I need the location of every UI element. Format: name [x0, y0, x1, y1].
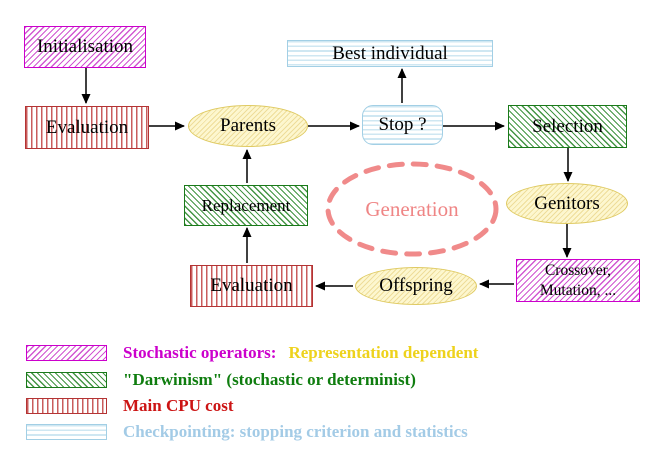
node-label: Initialisation — [36, 36, 134, 58]
legend-label: Main CPU cost — [123, 396, 234, 415]
magenta-hatch-swatch — [26, 345, 107, 361]
node-label: Best individual — [332, 42, 448, 64]
node-stop: Stop ? — [362, 105, 443, 145]
node-replacement: Replacement — [184, 185, 308, 226]
green-hatch-swatch — [26, 372, 107, 388]
cyan-stripes-swatch — [26, 424, 107, 440]
legend-label: "Darwinism" (stochastic or determinist) — [123, 370, 416, 389]
legend-row-stochastic: Stochastic operators: Representation dep… — [26, 343, 478, 363]
legend-label: Checkpointing: stopping criterion and st… — [123, 422, 468, 441]
node-label: Parents — [220, 115, 276, 137]
node-best-individual: Best individual — [287, 40, 493, 67]
generation-label: Generation — [365, 197, 459, 221]
node-label: Selection — [532, 115, 603, 137]
node-label: Stop ? — [378, 114, 427, 136]
node-label: Crossover, Mutation, ... — [539, 262, 617, 299]
legend-row-checkpointing: Checkpointing: stopping criterion and st… — [26, 422, 468, 442]
red-stripes-swatch — [26, 398, 107, 414]
node-label: Evaluation — [210, 275, 293, 297]
connector-arrows-layer — [81, 68, 573, 291]
node-initialisation: Initialisation — [24, 26, 146, 68]
node-evaluation-bottom: Evaluation — [190, 265, 313, 307]
legend-row-darwinism: "Darwinism" (stochastic or determinist) — [26, 370, 416, 390]
node-label: Offspring — [379, 275, 453, 297]
legend-label: Stochastic operators: — [123, 343, 277, 362]
node-selection: Selection — [508, 105, 627, 148]
legend-label-secondary: Representation dependent — [288, 343, 479, 362]
node-label: Evaluation — [45, 116, 129, 138]
generation-dashed-ellipse — [325, 161, 499, 257]
node-label: Replacement — [201, 195, 291, 215]
node-evaluation-top: Evaluation — [25, 106, 149, 149]
node-parents: Parents — [188, 105, 308, 147]
node-genitors: Genitors — [506, 183, 628, 224]
legend-row-cpu-cost: Main CPU cost — [26, 396, 233, 416]
node-label: Genitors — [534, 192, 600, 214]
node-crossover-mutation: Crossover, Mutation, ... — [516, 259, 640, 302]
node-offspring: Offspring — [355, 267, 477, 305]
